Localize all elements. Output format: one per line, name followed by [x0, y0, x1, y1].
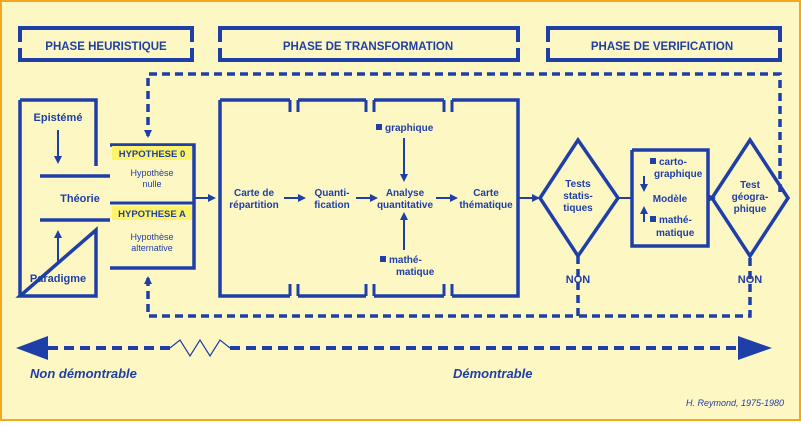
tests-2: statis-	[563, 191, 592, 202]
non-demontrable-label: Non démontrable	[30, 366, 137, 381]
quantification-2: fication	[314, 200, 350, 211]
h0-text-1: Hypothèse	[130, 168, 173, 178]
left-arrowhead	[16, 336, 48, 360]
test-geo-2: géogra-	[732, 192, 769, 203]
cartographique-1: carto-	[659, 157, 687, 168]
graphique-bullet	[376, 124, 382, 130]
ha-text-1: Hypothèse	[130, 232, 173, 242]
phase-label-heuristic: PHASE HEURISTIQUE	[45, 41, 167, 53]
test-geo-diamond	[709, 136, 791, 260]
phase-header-verification: PHASE DE VERIFICATION	[546, 26, 782, 62]
analyse-1: Analyse	[386, 188, 425, 199]
mathematique-bullet	[380, 256, 386, 262]
mathematique-v-bullet	[650, 216, 656, 222]
h0-title: HYPOTHESE 0	[119, 149, 186, 160]
carte-repartition-1: Carte de	[234, 188, 274, 199]
mathematique-2: matique	[396, 267, 435, 278]
mathematique-1: mathé-	[389, 255, 422, 266]
non-label-2: NON	[738, 274, 763, 286]
tests-3: tiques	[563, 203, 593, 214]
verification-block: Tests statis- tiques NON carto- graphiqu…	[537, 136, 791, 286]
quantification-1: Quanti-	[315, 188, 350, 199]
episteme-label: Epistémé	[34, 112, 83, 124]
transformation-block: Carte de répartition Quanti- fication gr…	[218, 98, 520, 298]
carte-thematique-2: thématique	[459, 200, 513, 211]
phase-label-verification: PHASE DE VERIFICATION	[591, 41, 733, 53]
non-label-1: NON	[566, 274, 591, 286]
tests-1: Tests	[565, 179, 591, 190]
graphique-label: graphique	[385, 123, 434, 134]
tests-diamond	[537, 136, 621, 260]
mathematique-v-2: matique	[656, 228, 695, 239]
right-arrowhead	[738, 336, 772, 360]
modele-box	[630, 148, 710, 248]
heuristic-block: Epistémé Théorie Paradigme HYPOTHESE 0 H…	[15, 98, 196, 298]
h0-title-bg	[112, 146, 192, 160]
bottom-feedback-branch	[578, 258, 752, 318]
top-feedback-loop	[144, 72, 782, 192]
phase-header-heuristic: PHASE HEURISTIQUE	[18, 26, 194, 62]
credit-label: H. Reymond, 1975-1980	[686, 398, 784, 408]
cartographique-bullet	[650, 158, 656, 164]
ha-title: HYPOTHESE A	[118, 209, 186, 220]
analyse-2: quantitative	[377, 200, 434, 211]
phase-header-transformation: PHASE DE TRANSFORMATION	[218, 26, 520, 62]
phase-label-transformation: PHASE DE TRANSFORMATION	[283, 41, 453, 53]
test-geo-1: Test	[740, 180, 760, 191]
zigzag-break	[169, 338, 231, 358]
modele-label: Modèle	[653, 194, 688, 205]
bottom-feedback-loop	[144, 256, 580, 318]
mathematique-v-1: mathé-	[659, 215, 692, 226]
carte-thematique-1: Carte	[473, 188, 499, 199]
demontrable-label: Démontrable	[453, 366, 532, 381]
h0-text-2: nulle	[142, 179, 161, 189]
test-geo-3: phique	[734, 204, 767, 215]
cartographique-2: graphique	[654, 169, 703, 180]
ha-title-bg	[112, 206, 192, 220]
carte-repartition-2: répartition	[229, 200, 278, 211]
ha-text-2: alternative	[131, 243, 173, 253]
paradigme-label: Paradigme	[30, 273, 86, 285]
theorie-label: Théorie	[60, 193, 100, 205]
demonstrability-arrow: Non démontrable Démontrable	[16, 336, 772, 381]
